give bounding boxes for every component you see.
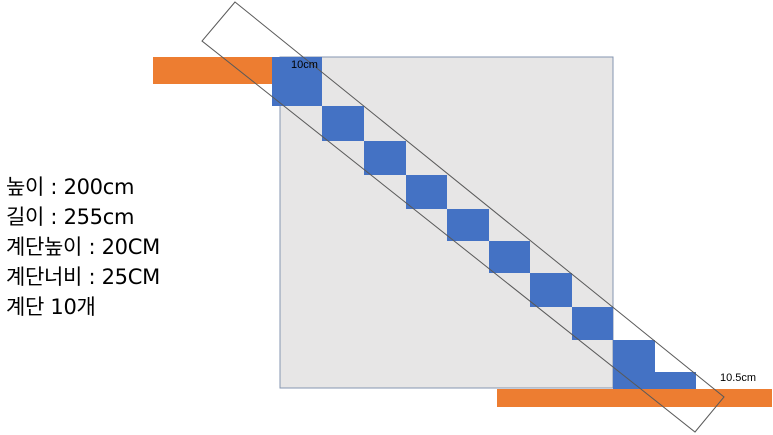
stair-step [406,175,447,209]
stair-step [572,307,613,340]
stair-step [655,372,696,389]
stair-step [613,340,655,389]
stair-step [489,241,530,273]
stair-step [447,209,489,241]
spec-step-height: 계단높이 : 20CM [6,235,160,259]
stair-stringer-outline [201,1,725,433]
spec-step-width: 계단너비 : 25CM [6,265,160,289]
bottom-tread-label: 10.5cm [720,372,757,384]
stair-step [364,141,406,175]
spec-step-count: 계단 10개 [6,295,96,319]
top-tread-label: 10cm [291,59,318,71]
stair-step [530,273,572,307]
stair-step [322,106,364,141]
spec-height: 높이 : 200cm [6,175,135,199]
bottom-landing [497,389,772,407]
spec-length: 길이 : 255cm [6,205,135,229]
specifications-list: 높이 : 200cm 길이 : 255cm 계단높이 : 20CM 계단너비 :… [6,172,160,322]
top-landing [153,57,284,84]
